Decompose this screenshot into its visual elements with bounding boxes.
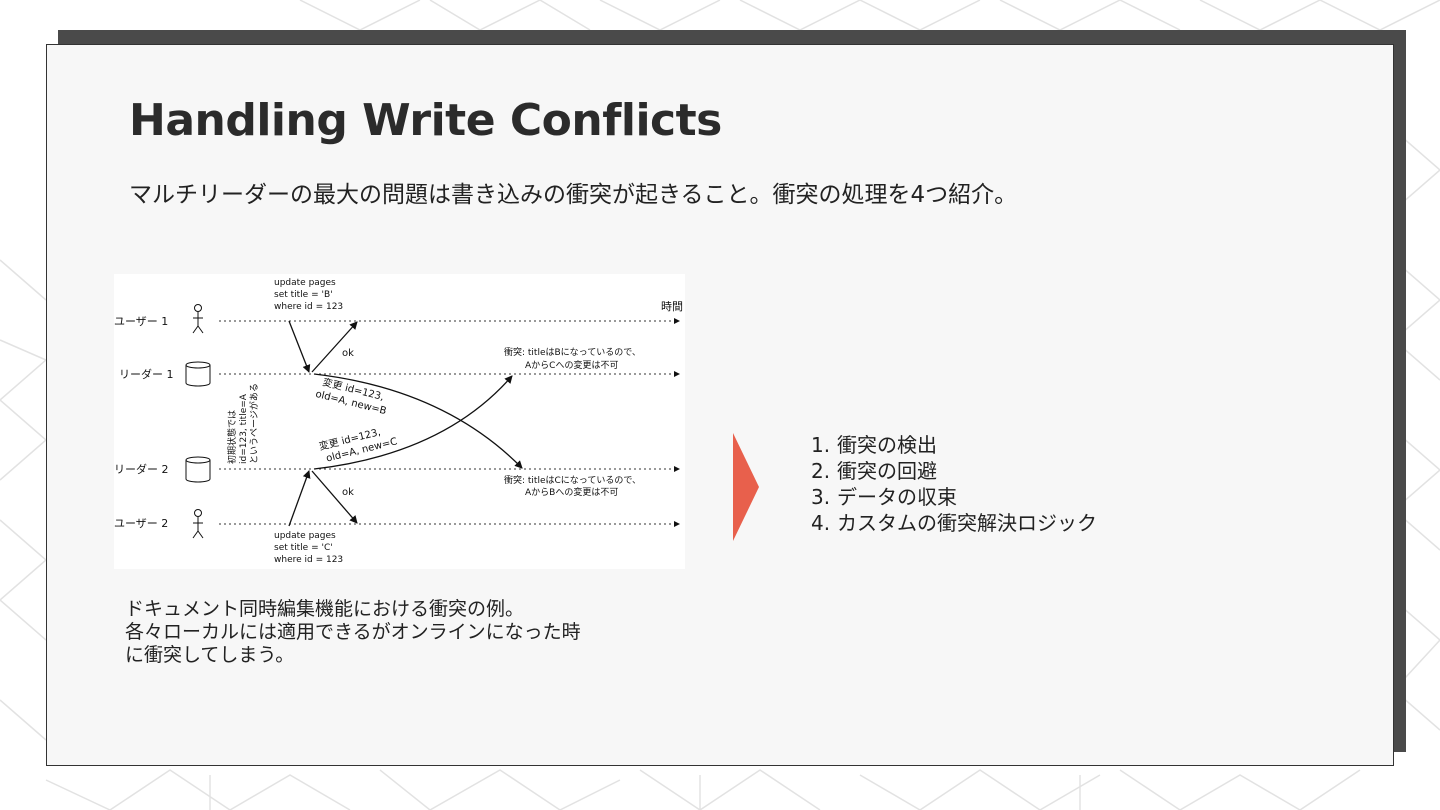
slide-card: Handling Write Conflicts マルチリーダーの最大の問題は書…	[46, 44, 1394, 766]
list-item-number: 2.	[811, 459, 831, 483]
actor-user2-label: ユーザー 2	[114, 517, 168, 530]
slide-subtitle: マルチリーダーの最大の問題は書き込みの衝突が起きること。衝突の処理を4つ紹介。	[129, 182, 1018, 208]
list-item-text: データの収束	[837, 485, 957, 509]
ok-label-top: ok	[342, 348, 354, 359]
initial-state-note: 初期状態では id=123, title=A というページがある	[226, 383, 260, 464]
leader1-database-icon	[185, 361, 211, 387]
conflict-bottom-line1: 衝突: titleはCになっているので、	[504, 474, 641, 486]
user1-icon	[192, 304, 204, 334]
change-c-label: 変更 id=123, old=A, new=C	[318, 425, 399, 464]
ok-label-bottom: ok	[342, 487, 354, 498]
query-bottom-line3: where id = 123	[274, 555, 343, 565]
leader2-database-icon	[185, 456, 211, 483]
caption-line-1: ドキュメント同時編集機能における衝突の例。	[125, 598, 525, 620]
conflict-bottom-line2: AからBへの変更は不可	[525, 486, 618, 498]
initial-state-line3: というページがある	[248, 383, 260, 464]
list-item-text: 衝突の検出	[837, 433, 937, 457]
chevron-right-icon	[733, 433, 759, 541]
list-item: 4.カスタムの衝突解決ロジック	[811, 510, 1097, 536]
conflict-diagram: ユーザー 1 リーダー 1 リーダー 2 ユーザー 2	[114, 274, 685, 569]
list-item-number: 3.	[811, 485, 831, 509]
ok-arrow-bottom	[311, 470, 358, 524]
actor-leader1-label: リーダー 1	[119, 367, 174, 381]
initial-state-line1: 初期状態では	[226, 410, 238, 464]
list-item-text: カスタムの衝突解決ロジック	[837, 511, 1097, 535]
list-item-number: 4.	[811, 511, 831, 535]
replication-arrow-c	[313, 375, 513, 470]
initial-state-line2: id=123, title=A	[239, 393, 249, 464]
query-top-line2: set title = 'B'	[274, 290, 333, 300]
query-bottom-line2: set title = 'C'	[274, 543, 333, 553]
replication-arrow-b	[313, 373, 523, 469]
caption-line-2: 各々ローカルには適用できるがオンラインになった時	[125, 621, 581, 643]
actor-user1-label: ユーザー 1	[114, 315, 168, 328]
time-label: 時間	[661, 300, 683, 313]
user2-icon	[192, 509, 204, 539]
conflict-top-line1: 衝突: titleはBになっているので、	[504, 346, 641, 358]
request-arrow-top	[288, 320, 311, 373]
list-item: 3.データの収束	[811, 484, 1097, 510]
query-bottom-line1: update pages	[274, 531, 336, 541]
list-item-text: 衝突の回避	[837, 459, 937, 483]
slide-title: Handling Write Conflicts	[129, 95, 722, 146]
conflict-diagram-svg: ユーザー 1 リーダー 1 リーダー 2 ユーザー 2	[114, 278, 683, 565]
ok-arrow-top	[311, 321, 358, 373]
list-item-number: 1.	[811, 433, 831, 457]
list-item: 1.衝突の検出	[811, 432, 1097, 458]
request-arrow-bottom	[288, 470, 311, 527]
conflict-handling-list: 1.衝突の検出 2.衝突の回避 3.データの収束 4.カスタムの衝突解決ロジック	[811, 432, 1097, 536]
diagram-caption: ドキュメント同時編集機能における衝突の例。 各々ローカルには適用できるがオンライ…	[125, 598, 685, 667]
list-item: 2.衝突の回避	[811, 458, 1097, 484]
query-top-line1: update pages	[274, 278, 336, 288]
conflict-top-line2: AからCへの変更は不可	[525, 359, 618, 371]
actor-leader2-label: リーダー 2	[114, 462, 169, 476]
query-top-line3: where id = 123	[274, 302, 343, 312]
caption-line-3: に衝突してしまう。	[125, 644, 295, 666]
